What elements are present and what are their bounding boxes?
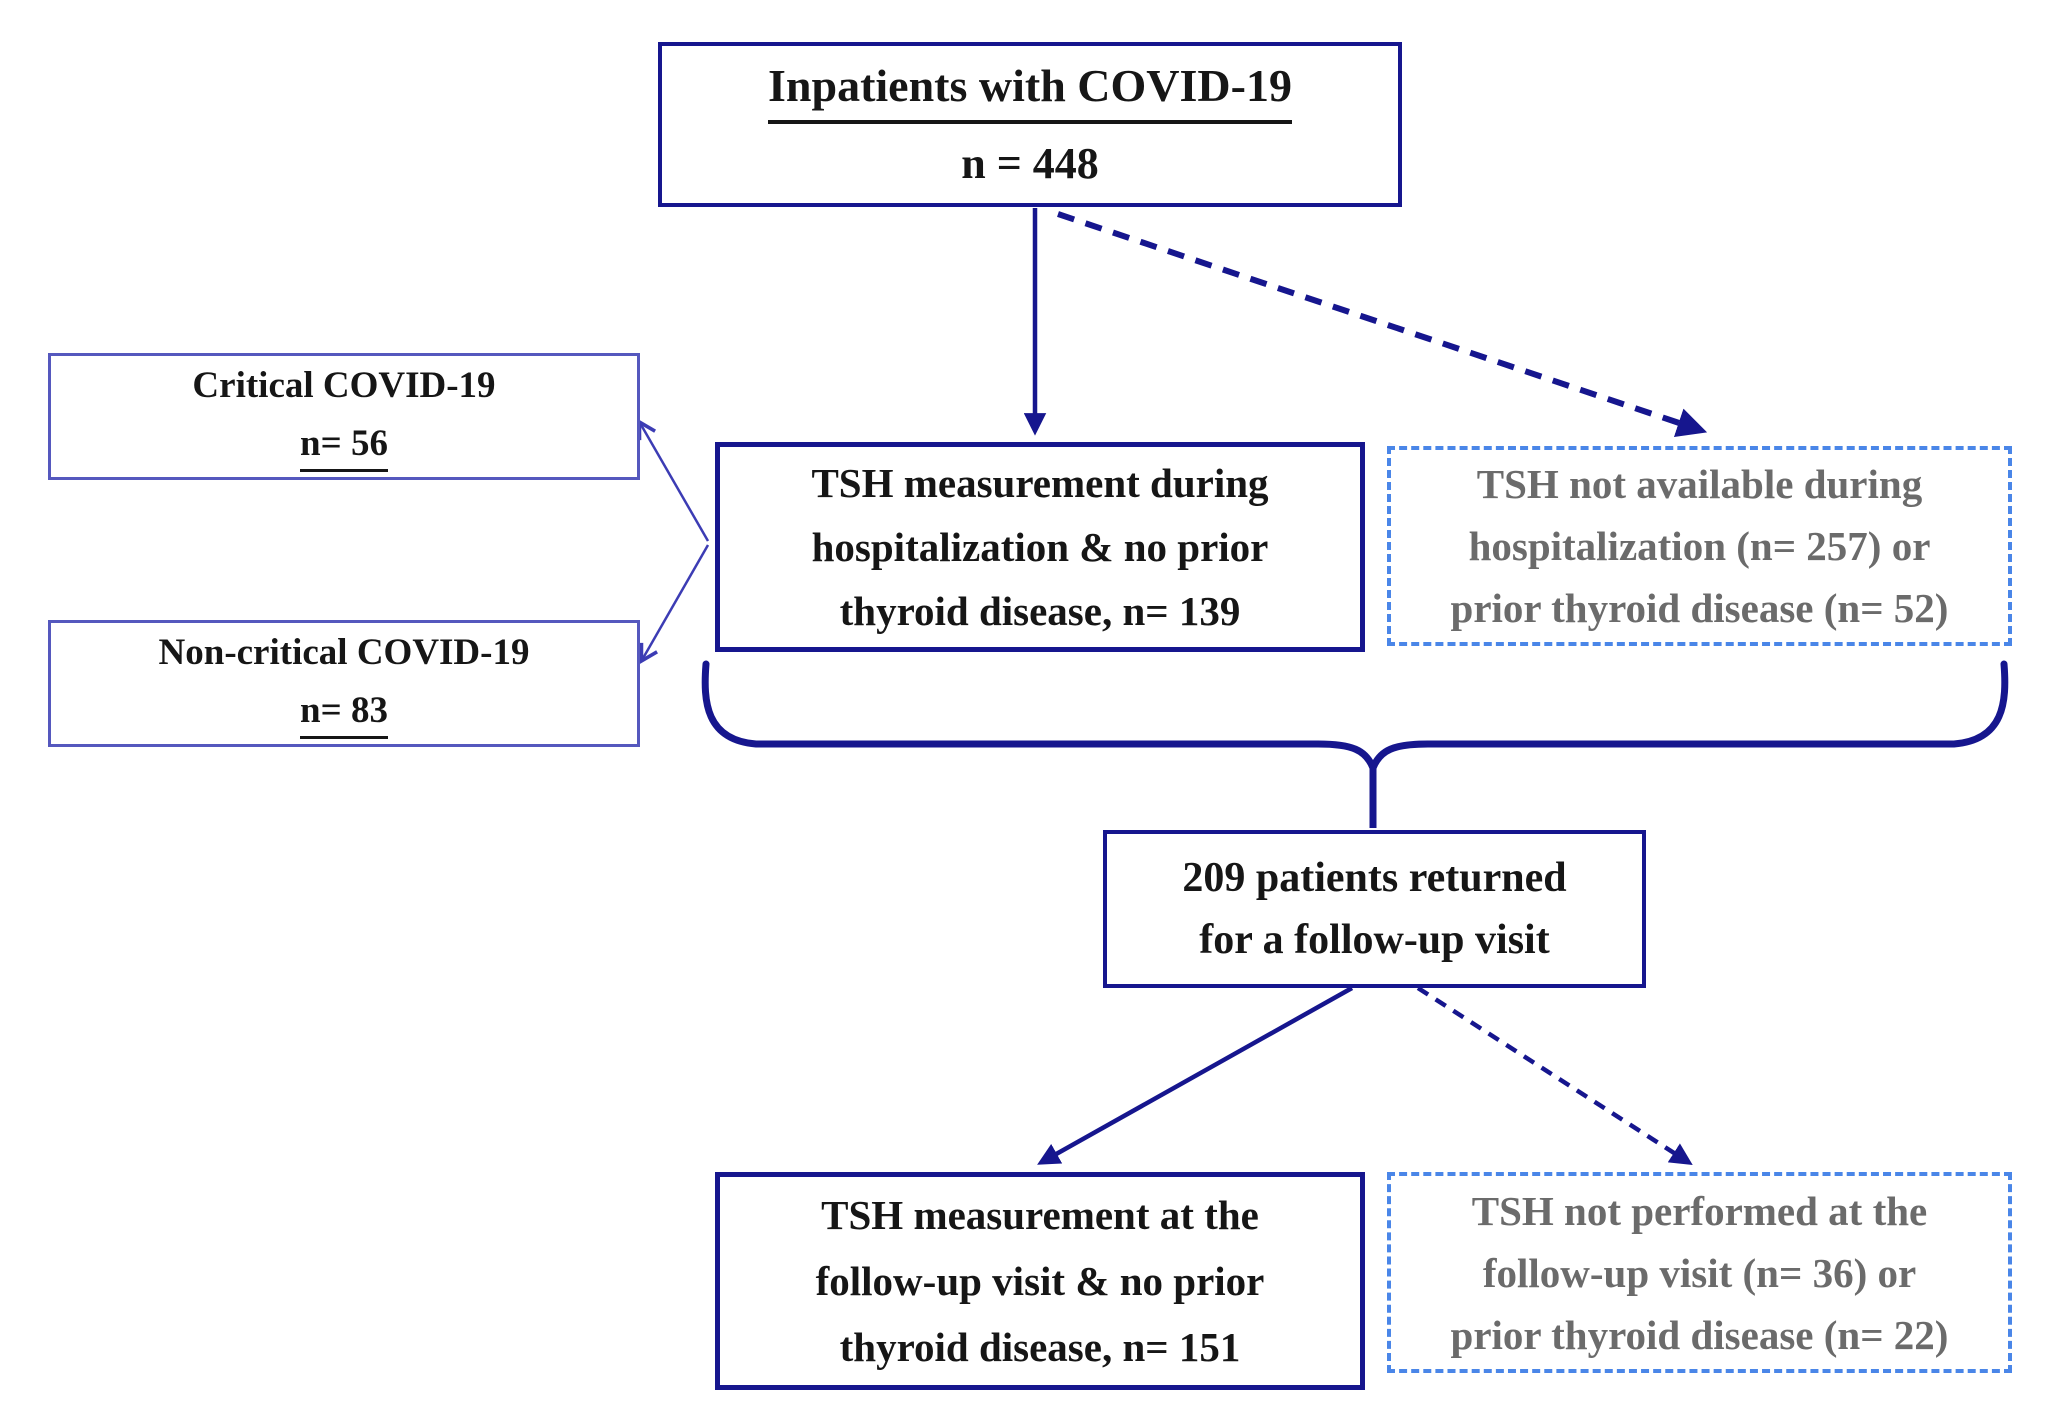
box-tsh-not-performed: TSH not performed at the follow-up visit…: [1387, 1172, 2012, 1373]
box-critical-covid: Critical COVID-19 n= 56: [48, 353, 640, 480]
box-inpatients: Inpatients with COVID-19 n = 448: [658, 42, 1402, 207]
tsh-na-hosp-line1: TSH not available during: [1476, 461, 1923, 507]
tsh-hosp-line3: thyroid disease, n= 139: [839, 588, 1241, 634]
tsh-fu-line3: thyroid disease, n= 151: [839, 1324, 1241, 1370]
inpatients-count: n = 448: [961, 139, 1099, 189]
tsh-hosp-line1: TSH measurement during: [811, 460, 1269, 506]
critical-count: n= 56: [300, 419, 388, 473]
arrow-tsh-hosp-to-noncritical: [639, 544, 710, 665]
box-tsh-hospitalization: TSH measurement during hospitalization &…: [715, 442, 1365, 652]
returned-line1: 209 patients returned: [1182, 855, 1567, 901]
arrow-tsh-hosp-to-critical: [637, 418, 710, 542]
tsh-na-fu-line3: prior thyroid disease (n= 22): [1450, 1311, 1949, 1358]
noncritical-count: n= 83: [300, 686, 388, 740]
tsh-na-fu-line2: follow-up visit (n= 36) or: [1482, 1249, 1917, 1296]
box-tsh-followup: TSH measurement at the follow-up visit &…: [715, 1172, 1365, 1390]
tsh-hosp-line2: hospitalization & no prior: [811, 524, 1269, 570]
brace: [701, 660, 2009, 778]
tsh-na-hosp-line3: prior thyroid disease (n= 52): [1450, 585, 1949, 631]
box-tsh-not-available: TSH not available during hospitalization…: [1387, 446, 2012, 646]
tsh-na-fu-line1: TSH not performed at the: [1471, 1187, 1928, 1234]
tsh-na-hosp-line2: hospitalization (n= 257) or: [1468, 523, 1931, 569]
returned-line2: for a follow-up visit: [1199, 917, 1550, 963]
box-patients-returned: 209 patients returned for a follow-up vi…: [1103, 830, 1646, 988]
arrow-returned-to-tsh-na-fu: [1416, 986, 1693, 1166]
tsh-fu-line2: follow-up visit & no prior: [815, 1258, 1265, 1304]
arrow-returned-to-tsh-fu: [1037, 986, 1354, 1165]
tsh-fu-line1: TSH measurement at the: [821, 1192, 1259, 1238]
noncritical-title: Non-critical COVID-19: [158, 631, 530, 673]
critical-title: Critical COVID-19: [192, 364, 496, 406]
arrow-inpatients-to-tsh-na: [1057, 211, 1708, 438]
box-noncritical-covid: Non-critical COVID-19 n= 83: [48, 620, 640, 747]
inpatients-title: Inpatients with COVID-19: [768, 55, 1292, 125]
